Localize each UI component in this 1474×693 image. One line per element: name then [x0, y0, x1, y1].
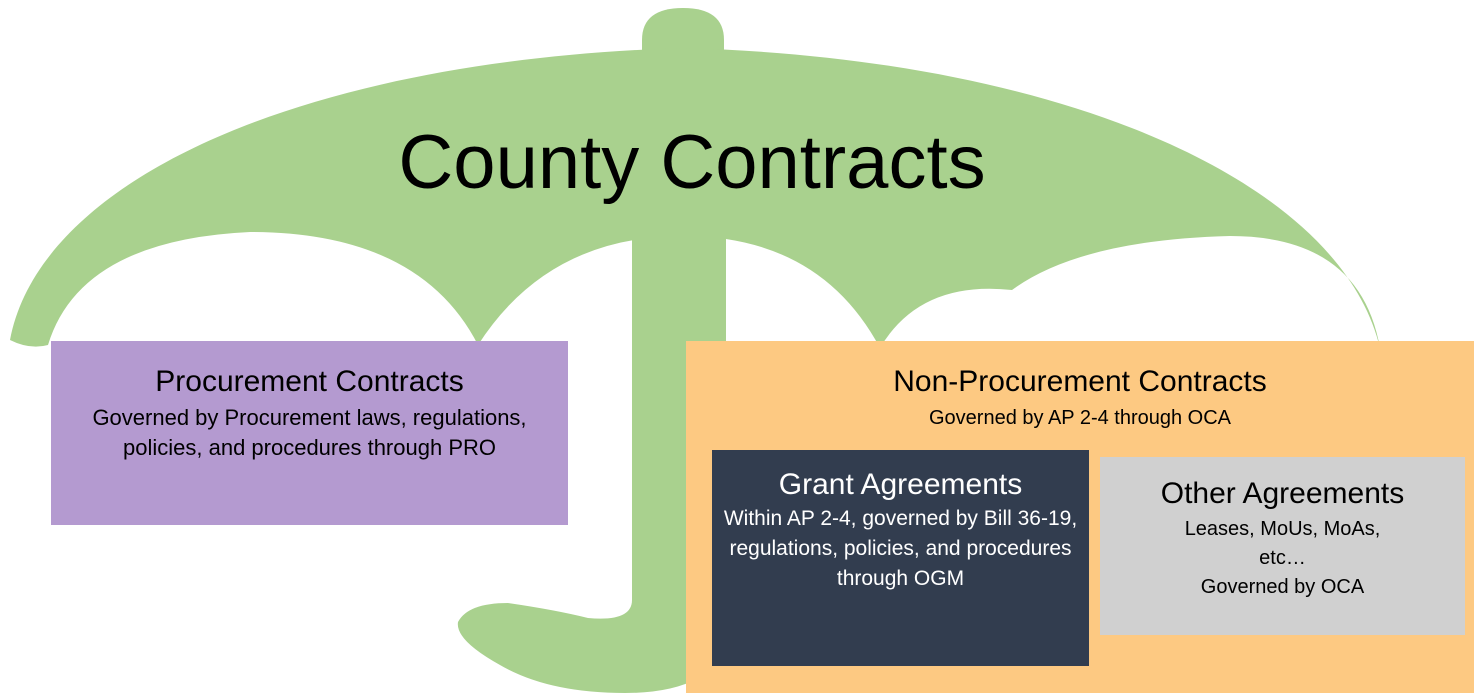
other-description-line: Leases, MoUs, MoAs, etc… [1184, 518, 1381, 569]
other-description-line: Governed by OCA [1200, 576, 1365, 598]
umbrella-tip [642, 8, 724, 60]
umbrella-handle [457, 560, 732, 693]
non-procurement-description: Governed by AP 2-4 through OCA [928, 407, 1232, 429]
other-heading: Other Agreements [1160, 477, 1405, 510]
page-title: County Contracts [398, 120, 986, 205]
umbrella-canopy [10, 48, 1380, 348]
grant-description: Within AP 2-4, governed by Bill 36-19, r… [723, 507, 1078, 590]
procurement-heading: Procurement Contracts [155, 365, 464, 398]
grant-agreements-box: Grant Agreements Within AP 2-4, governed… [712, 450, 1089, 666]
other-agreements-box: Other Agreements Leases, MoUs, MoAs, etc… [1100, 457, 1465, 635]
procurement-contracts-box: Procurement Contracts Governed by Procur… [51, 341, 568, 525]
procurement-description: Governed by Procurement laws, regulation… [92, 405, 527, 460]
grant-heading: Grant Agreements [778, 468, 1023, 501]
non-procurement-heading: Non-Procurement Contracts [893, 365, 1267, 398]
